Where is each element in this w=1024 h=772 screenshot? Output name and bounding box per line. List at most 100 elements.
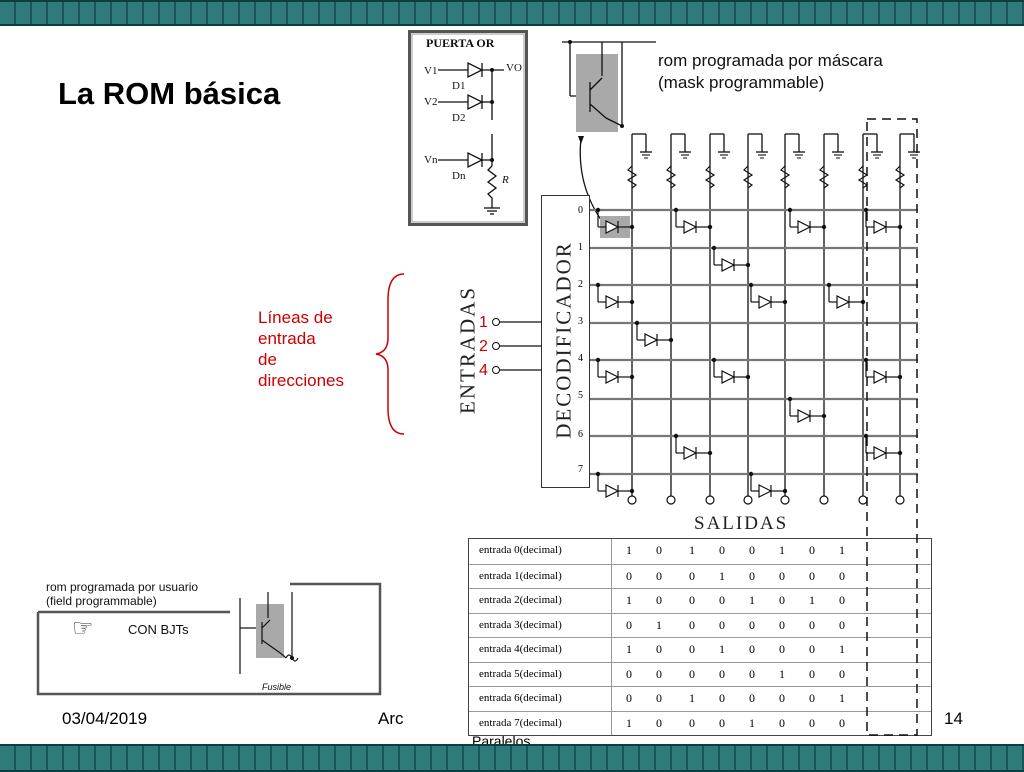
truth-bit: 0: [656, 691, 662, 705]
diode-symbol: [605, 295, 620, 309]
diode-symbol: [721, 258, 736, 272]
decoder-row-6: 6: [578, 429, 583, 440]
outputs-label: SALIDAS: [694, 513, 789, 534]
or-resistor-r: R: [502, 174, 509, 186]
address-input-4: 4: [479, 362, 488, 379]
truth-bit: 0: [689, 715, 695, 730]
diode-junction: [707, 450, 713, 456]
pullup-resistor: [779, 165, 791, 189]
truth-bit: 1: [626, 593, 632, 607]
diode-junction: [629, 488, 635, 494]
row-junction: [748, 282, 754, 288]
decoder-row-5: 5: [578, 390, 583, 401]
diode-symbol: [605, 220, 620, 234]
row-junction: [863, 357, 869, 363]
row-junction: [595, 282, 601, 288]
truth-bit: 0: [719, 543, 725, 557]
truth-bit: 0: [749, 691, 755, 705]
pullup-resistor: [818, 165, 830, 189]
truth-bit: 0: [719, 691, 725, 705]
truth-bit: 0: [656, 642, 662, 656]
fuse-label: Fusible: [262, 682, 292, 692]
truth-bit: 0: [719, 666, 725, 681]
output-terminal: [627, 495, 637, 505]
truth-bit: 0: [656, 666, 662, 681]
row-junction: [673, 433, 679, 439]
or-input-v2: V2: [424, 96, 438, 108]
truth-row-label: entrada 0(decimal): [479, 544, 562, 556]
or-gate-diagram: [408, 30, 528, 226]
pullup-resistor: [742, 165, 754, 189]
row-junction: [826, 282, 832, 288]
address-lines-label: Líneas de entrada de direcciones: [258, 308, 344, 390]
truth-bit: 0: [656, 543, 662, 557]
diode-junction: [897, 450, 903, 456]
truth-bit: 0: [656, 568, 662, 583]
diode-junction: [668, 337, 674, 343]
diode-symbol: [873, 220, 888, 234]
truth-bit: 0: [749, 543, 755, 557]
truth-bit: 0: [689, 642, 695, 656]
diode-symbol: [758, 484, 773, 498]
or-gate-title: PUERTA OR: [426, 36, 495, 50]
truth-bit: 1: [689, 691, 695, 705]
truth-bit: 1: [779, 666, 785, 681]
truth-bit: 1: [719, 642, 725, 656]
truth-bit: 0: [809, 617, 815, 632]
truth-bit: 0: [719, 593, 725, 607]
field-rom-box: [36, 582, 382, 696]
diode-symbol: [605, 370, 620, 384]
row-junction: [711, 357, 717, 363]
output-terminal: [895, 495, 905, 505]
truth-bit: 0: [809, 543, 815, 557]
truth-bit: 0: [839, 715, 845, 730]
decoder-row-7: 7: [578, 464, 583, 475]
decoder-row-2: 2: [578, 279, 583, 290]
mask-transistor-detail: [562, 40, 656, 225]
diode-junction: [629, 224, 635, 230]
or-output-vo: VO: [506, 62, 522, 74]
truth-bit: 0: [689, 617, 695, 632]
diode-symbol: [873, 370, 888, 384]
truth-bit: 1: [779, 543, 785, 557]
output-terminal: [666, 495, 676, 505]
truth-bit: 0: [626, 568, 632, 583]
diode-symbol: [797, 220, 812, 234]
truth-bit: 0: [779, 593, 785, 607]
address-brace: [375, 273, 405, 435]
output-terminal: [743, 495, 753, 505]
or-input-v1: V1: [424, 65, 438, 77]
diode-junction: [860, 299, 866, 305]
truth-bit: 0: [809, 666, 815, 681]
truth-bit: 0: [839, 666, 845, 681]
diode-junction: [782, 488, 788, 494]
diode-symbol: [797, 409, 812, 423]
truth-bit: 0: [779, 642, 785, 656]
truth-bit: 0: [749, 666, 755, 681]
row-junction: [634, 320, 640, 326]
truth-bit: 0: [779, 617, 785, 632]
truth-row-label: entrada 1(decimal): [479, 569, 562, 582]
truth-row-label: entrada 7(decimal): [479, 716, 562, 729]
diode-junction: [782, 299, 788, 305]
con-bjts-label: CON BJTs: [128, 622, 189, 637]
truth-bit: 0: [839, 568, 845, 583]
row-junction: [787, 207, 793, 213]
diode-symbol: [605, 484, 620, 498]
diode-junction: [897, 224, 903, 230]
diode-symbol: [644, 333, 659, 347]
entradas-label: ENTRADAS: [455, 285, 480, 415]
decoder-row-4: 4: [578, 353, 583, 364]
decoder-row-0: 0: [578, 205, 583, 216]
truth-bit: 0: [719, 715, 725, 730]
truth-table: entrada 0(decimal) 1 0 1 0 0 1 0 1 entrada 1(deci…: [468, 538, 932, 736]
truth-bit: 1: [626, 642, 632, 656]
or-diode-dn: Dn: [452, 170, 466, 182]
output-terminal: [780, 495, 790, 505]
pullup-resistor: [626, 165, 638, 189]
field-rom-description: rom programada por usuario (field progra…: [46, 580, 199, 608]
truth-bit: 0: [749, 642, 755, 656]
